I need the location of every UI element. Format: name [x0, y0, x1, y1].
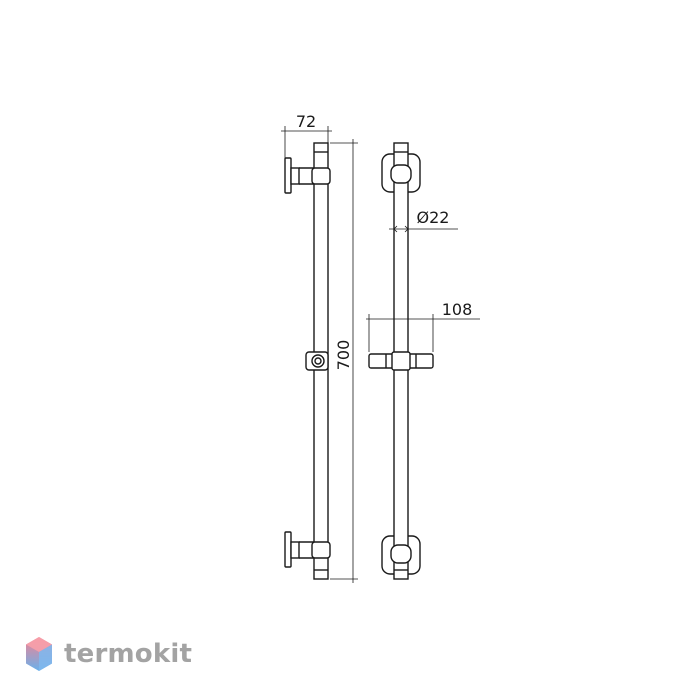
dimension-108: 108 — [366, 300, 480, 352]
dimension-72-label: 72 — [296, 112, 316, 131]
top-bracket-arm — [299, 167, 314, 185]
front-view — [368, 142, 434, 580]
top-wall-flange — [284, 157, 292, 194]
side-bottom-clamp — [311, 541, 331, 559]
side-slider-knob-inner — [314, 357, 322, 365]
brand-name: termokit — [64, 639, 193, 669]
dimension-108-label: 108 — [442, 300, 473, 319]
side-view — [284, 142, 331, 580]
brand-logo: termokit — [24, 634, 192, 674]
dimension-700: 700 — [330, 139, 358, 583]
dimension-72: 72 — [281, 112, 332, 158]
bottom-bracket-arm — [299, 541, 314, 559]
dimension-700-label: 700 — [334, 340, 353, 371]
bottom-flange-neck — [290, 541, 300, 559]
side-top-clamp — [311, 167, 331, 185]
dimension-diameter-label: Ø22 — [417, 208, 450, 227]
front-bottom-clamp — [390, 544, 412, 564]
dimension-diameter: Ø22 — [389, 208, 458, 233]
bottom-wall-flange — [284, 531, 292, 568]
top-flange-neck — [290, 167, 300, 185]
cube-logo-icon — [26, 637, 52, 671]
front-top-clamp — [390, 164, 412, 184]
side-slider-knob — [311, 354, 325, 368]
front-holder-center — [391, 351, 411, 371]
